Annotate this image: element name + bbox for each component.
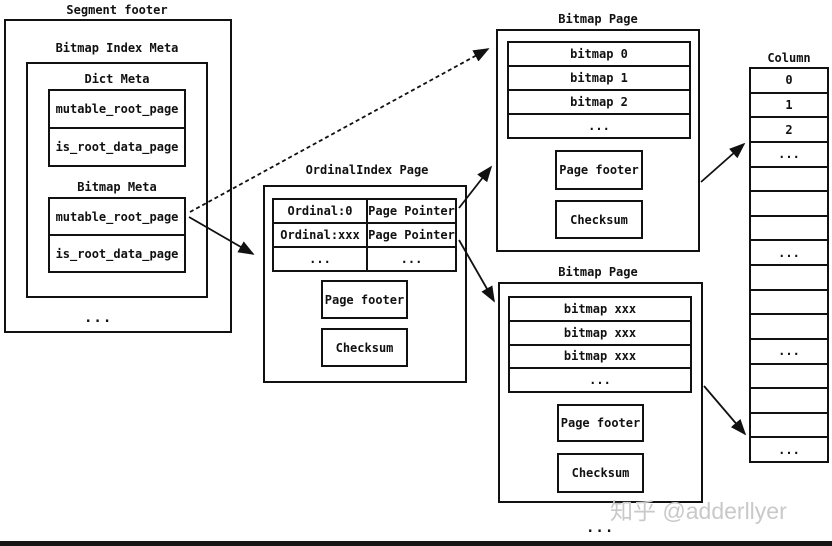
- column-row: ...: [778, 442, 800, 457]
- column-row: [751, 365, 827, 390]
- column-row: 1: [751, 94, 827, 119]
- bitmap-page-top-box: [496, 29, 700, 252]
- column-row: 2: [751, 118, 827, 143]
- column-row: ...: [751, 241, 827, 266]
- bitmap-page-top-rows: bitmap 0 bitmap 1 bitmap 2 ...: [507, 41, 691, 139]
- dict-meta-field: is_root_data_page: [55, 140, 179, 154]
- ordinal-page-footer-box: Page footer: [321, 280, 408, 319]
- column-row: [751, 168, 827, 193]
- dict-meta-fields: mutable_root_page is_root_data_page: [48, 89, 186, 167]
- bitmap-page-bottom-rows: bitmap xxx bitmap xxx bitmap xxx ...: [508, 296, 692, 393]
- bitmap-row: bitmap 2: [509, 91, 689, 115]
- segment-footer-ellipsis: ...: [84, 310, 113, 326]
- segment-footer-title: Segment footer: [66, 3, 168, 17]
- bitmap-row: bitmap xxx: [510, 298, 690, 322]
- column-table: 0 1 2 ... ... ... ...: [749, 67, 829, 463]
- column-row: ...: [751, 143, 827, 168]
- bitmap-row: bitmap xxx: [510, 322, 690, 346]
- ordinal-index-table: Ordinal:0 Page Pointer Ordinal:xxx Page …: [272, 198, 457, 272]
- arrow-bitmap-top-to-column: [700, 142, 746, 183]
- bitmap-top-page-footer-box: Page footer: [555, 150, 643, 190]
- bitmap-meta-title: Bitmap Meta: [77, 180, 157, 194]
- bitmap-top-checksum-box: Checksum: [555, 200, 643, 239]
- bitmap-meta-field: mutable_root_page: [50, 199, 184, 236]
- column-row: [751, 389, 827, 414]
- dict-meta-field: mutable_root_page: [50, 91, 184, 129]
- arrow-bitmap-bottom-to-column: [703, 385, 747, 436]
- bitmap-row: bitmap 1: [509, 67, 689, 91]
- bitmap-bottom-ellipsis: ...: [586, 520, 615, 536]
- page-pointer-cell: ...: [400, 252, 423, 266]
- bitmap-bottom-checksum-box: Checksum: [557, 453, 644, 493]
- watermark-text: 知乎 @adderllyer: [610, 498, 787, 524]
- bitmap-row: bitmap 0: [509, 43, 689, 67]
- column-row: [751, 192, 827, 217]
- column-title: Column: [767, 51, 811, 65]
- column-row: [751, 266, 827, 291]
- bitmap-bottom-page-footer-box: Page footer: [557, 404, 644, 442]
- bitmap-row: bitmap xxx: [510, 346, 690, 370]
- dict-meta-title: Dict Meta: [84, 72, 150, 86]
- column-row: ...: [751, 340, 827, 365]
- bitmap-meta-field: is_root_data_page: [55, 246, 179, 261]
- ordinal-checksum-box: Checksum: [321, 328, 408, 367]
- bitmap-page-top-title: Bitmap Page: [558, 12, 638, 26]
- bitmap-row: ...: [588, 119, 610, 133]
- column-row: [751, 217, 827, 242]
- bitmap-page-bottom-title: Bitmap Page: [558, 265, 638, 279]
- ordinal-cell: Ordinal:0: [274, 200, 368, 224]
- page-pointer-cell: Page Pointer: [368, 200, 455, 224]
- column-row: [751, 315, 827, 340]
- page-pointer-cell: Page Pointer: [368, 224, 455, 248]
- bitmap-index-meta-title: Bitmap Index Meta: [55, 41, 179, 55]
- column-row: [751, 291, 827, 316]
- ordinal-index-page-title: OrdinalIndex Page: [305, 163, 429, 177]
- bitmap-row: ...: [589, 373, 611, 388]
- column-row: [751, 414, 827, 439]
- column-row: 0: [751, 69, 827, 94]
- ordinal-cell: Ordinal:xxx: [274, 224, 368, 248]
- bitmap-page-bottom-box: [498, 282, 703, 503]
- bottom-bar: [0, 541, 832, 546]
- bitmap-meta-fields: mutable_root_page is_root_data_page: [48, 197, 186, 273]
- ordinal-cell: ...: [274, 248, 368, 270]
